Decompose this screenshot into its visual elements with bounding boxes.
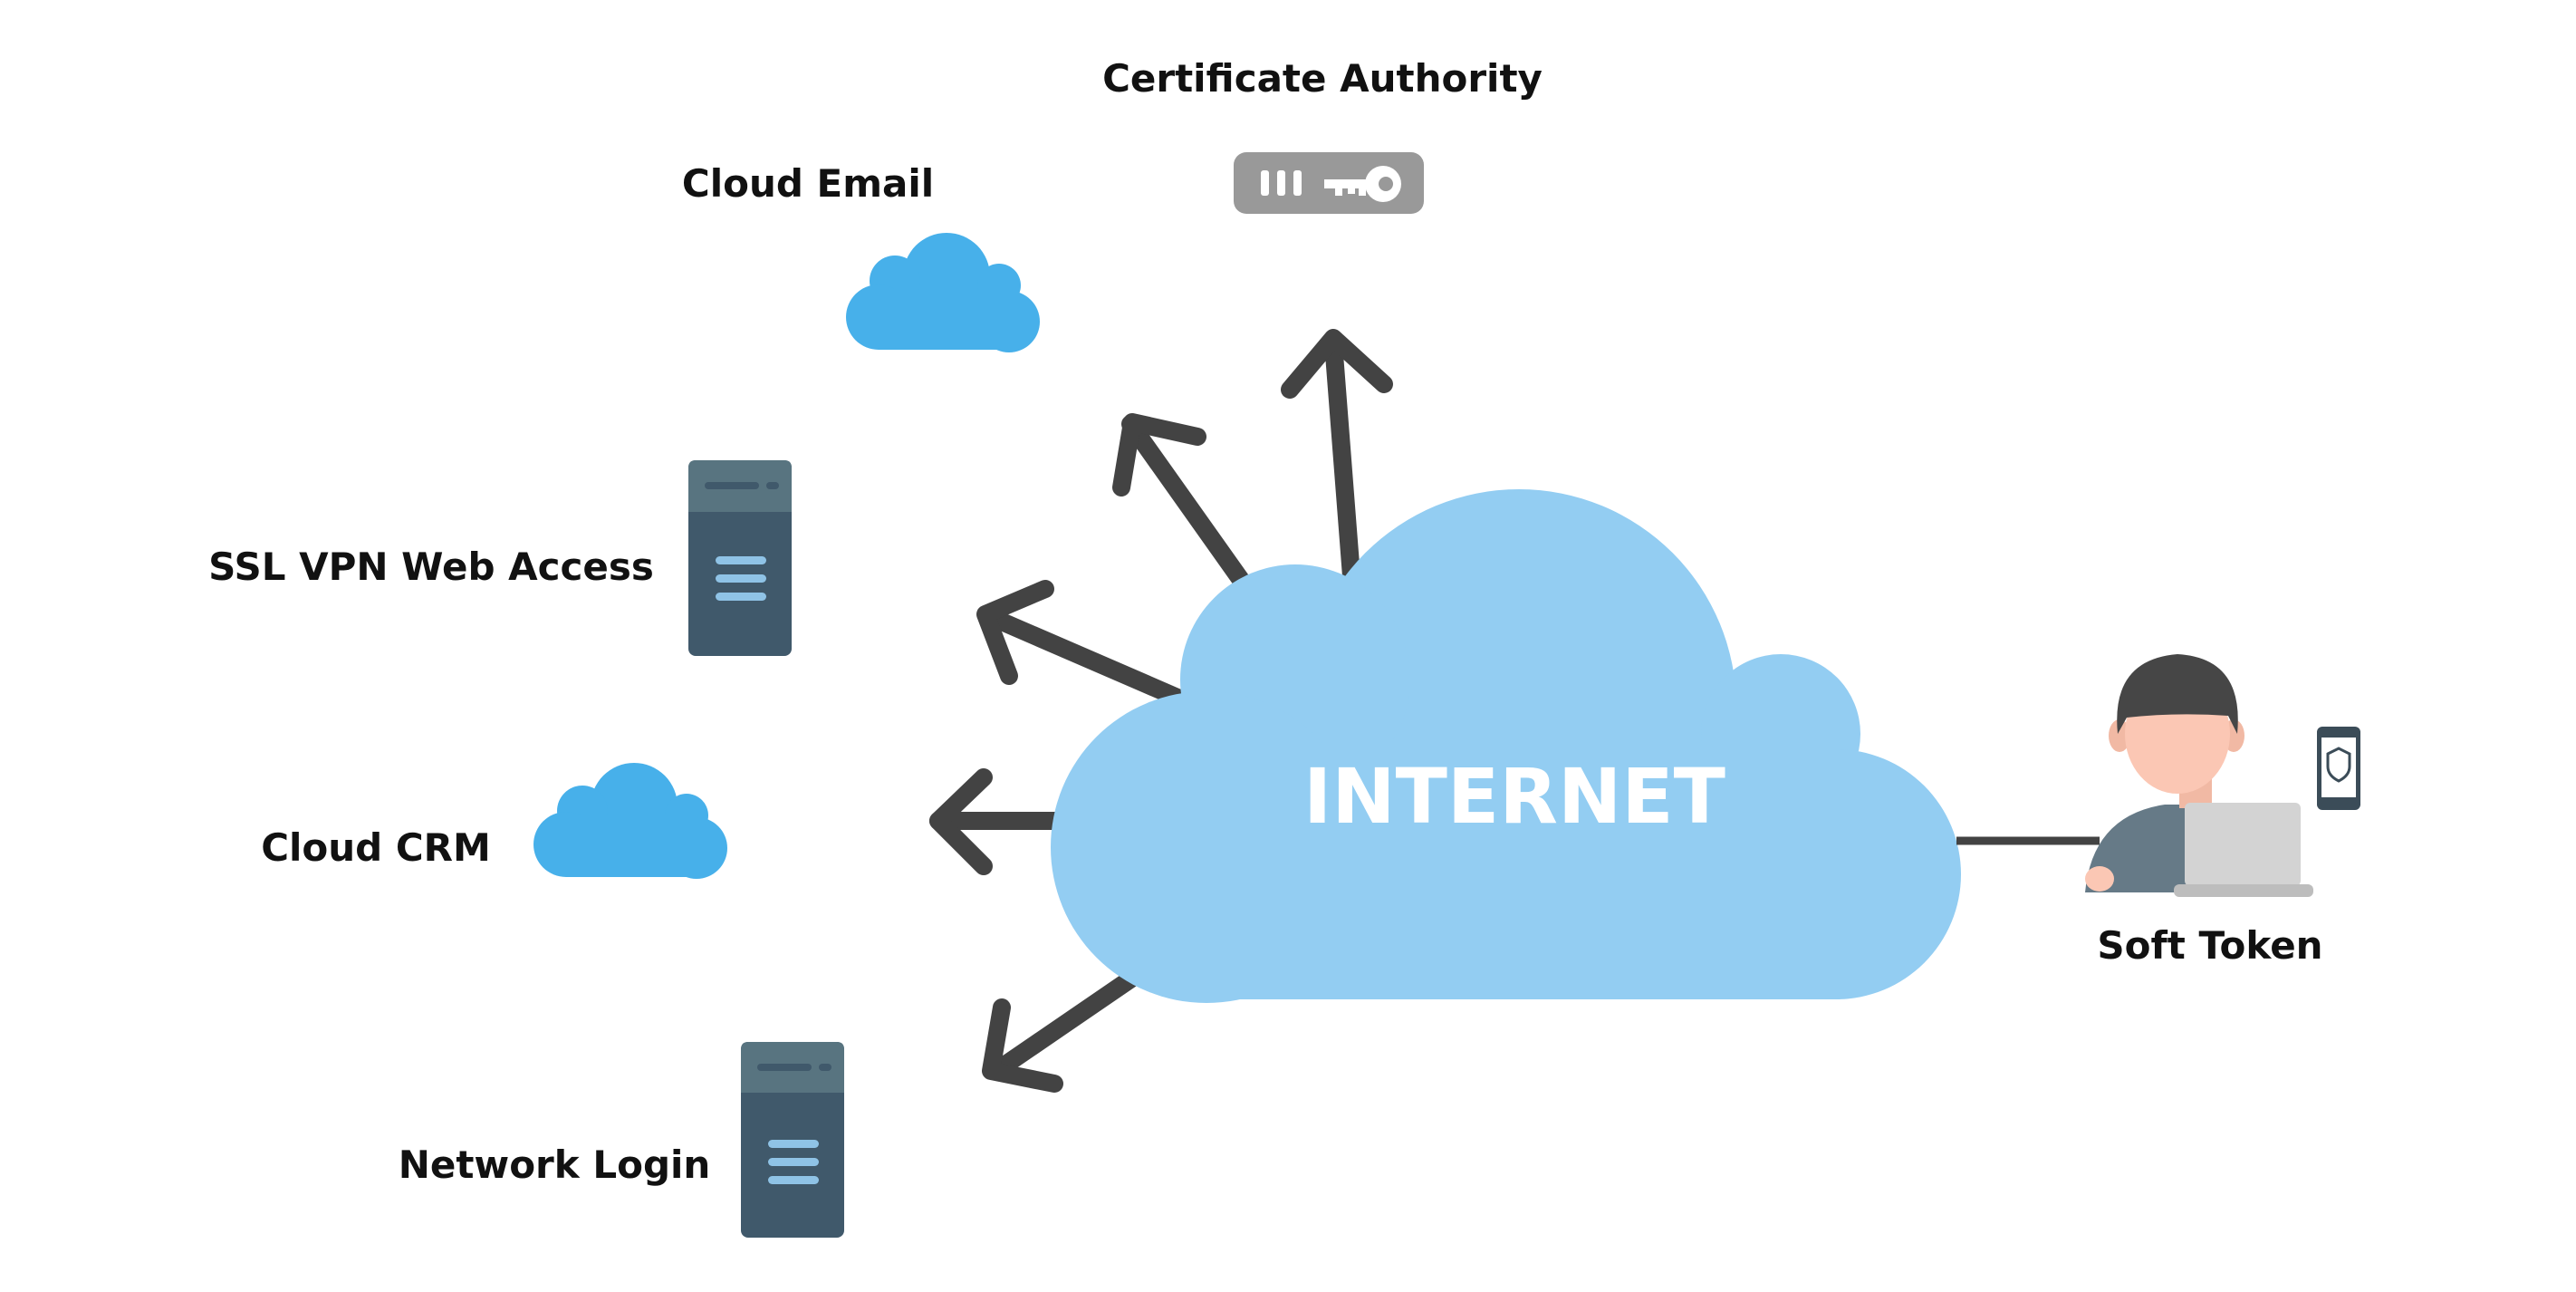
arrow-to-ssl-vpn [976,580,1187,707]
cloud-crm-icon [533,763,727,879]
network-login-server-icon [741,1042,844,1238]
cloud-email-icon [846,233,1040,352]
arrow-to-cloud-email [1112,413,1250,589]
arrow-to-certificate-authority [1281,329,1393,585]
cloud-crm-label: Cloud CRM [261,825,491,870]
soft-token-label: Soft Token [2097,923,2322,968]
network-login-label: Network Login [399,1143,711,1187]
certificate-authority-label: Certificate Authority [1102,56,1543,101]
arrow-to-cloud-crm [929,768,1078,875]
key-device-icon [1234,152,1424,214]
internet-cloud [1051,489,1961,1003]
user-laptop-phone-icon [2085,654,2360,897]
internet-label: INTERNET [1303,752,1725,841]
ssl-vpn-web-access-label: SSL VPN Web Access [208,545,654,589]
ssl-vpn-server-icon [688,460,792,656]
cloud-email-label: Cloud Email [682,161,934,206]
arrows [929,329,1393,1093]
arrow-to-network-login [982,968,1143,1093]
